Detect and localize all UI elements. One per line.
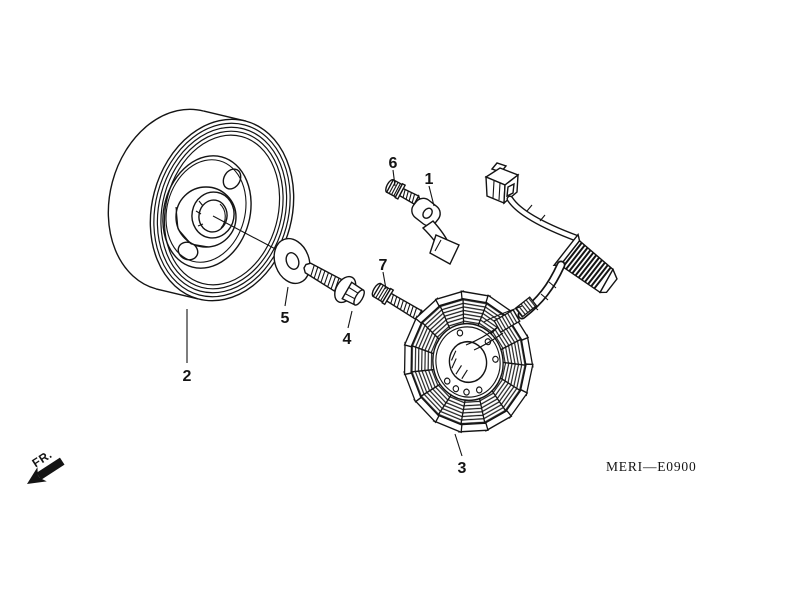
- cable-sleeve: [493, 308, 521, 334]
- part-label-1: 1: [425, 171, 434, 188]
- stator: [403, 290, 534, 433]
- wire-harness: [465, 162, 618, 351]
- rotor-hole-top: [222, 168, 242, 190]
- cable-sleeve: [514, 296, 538, 318]
- part-label-5: 5: [281, 310, 290, 327]
- flywheel-rotor: [107, 108, 295, 302]
- leader-line-1: [428, 185, 435, 207]
- leader-line-6: [392, 169, 396, 187]
- connector: [484, 162, 520, 205]
- wire-bracket: [411, 197, 460, 265]
- stator-lead-wires: [465, 305, 523, 351]
- leader-lines: [186, 169, 463, 457]
- leader-line-5: [284, 286, 289, 307]
- leader-line-4: [347, 310, 353, 329]
- grommet: [552, 232, 618, 294]
- callouts: 1 2 3 4 5 6 7: [183, 155, 467, 477]
- fr-direction-arrow: FR.: [27, 447, 65, 484]
- center-axis-line: [212, 215, 284, 254]
- part-label-4: 4: [343, 331, 352, 348]
- leader-line-3: [454, 433, 463, 457]
- stator-center-hole: [448, 340, 488, 384]
- part-label-2: 2: [183, 368, 192, 385]
- fr-arrow-icon: [27, 467, 47, 484]
- socket-bolt-6: [385, 178, 421, 206]
- washer: [273, 237, 311, 285]
- diagram-code: MERI—E0900: [606, 459, 697, 474]
- leader-line-7: [382, 271, 387, 290]
- flange-bolt: [303, 262, 365, 306]
- part-label-3: 3: [458, 460, 467, 477]
- part-label-6: 6: [389, 155, 398, 172]
- part-label-7: 7: [379, 257, 388, 274]
